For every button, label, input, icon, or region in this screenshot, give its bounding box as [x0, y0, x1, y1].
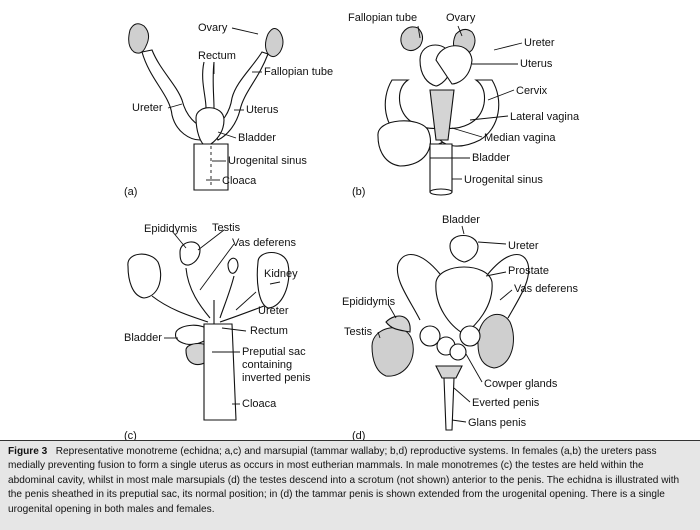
- b-median-vagina: [429, 89, 455, 141]
- a-bladder: [195, 107, 225, 147]
- c-label-preputial-containing: containing: [242, 359, 293, 371]
- a-label-urogenital-sinus: Urogenital sinus: [228, 155, 307, 167]
- b-label-ovary: Ovary: [446, 12, 476, 24]
- drawing-b: [377, 25, 523, 196]
- d-label-vas-deferens: Vas deferens: [514, 283, 579, 295]
- b-label-cervix: Cervix: [516, 85, 548, 97]
- c-label-rectum: Rectum: [250, 325, 288, 337]
- a-label-cloaca: Cloaca: [222, 175, 257, 187]
- a-ovary-left: [128, 23, 150, 54]
- panel-a-tag: (a): [124, 186, 138, 198]
- panel-d-tag: (d): [352, 430, 366, 442]
- d-label-prostate: Prostate: [508, 265, 549, 277]
- c-label-epididymis: Epididymis: [144, 223, 198, 235]
- d-label-ureter: Ureter: [508, 240, 539, 252]
- a-label-fallopian-tube: Fallopian tube: [264, 66, 334, 78]
- panel-c-tag: (c): [124, 430, 137, 442]
- b-label-urogenital-sinus: Urogenital sinus: [464, 174, 543, 186]
- caption-label: Figure 3: [8, 446, 48, 457]
- c-label-kidney: Kidney: [264, 268, 298, 280]
- d-prostate: [435, 266, 493, 335]
- d-label-everted-penis: Everted penis: [472, 397, 540, 409]
- b-ovary-left: [400, 26, 424, 52]
- drawing-d: [371, 225, 530, 431]
- a-label-ureter: Ureter: [132, 102, 163, 114]
- a-ovary-right: [265, 28, 284, 58]
- c-label-preputial-inverted-penis: inverted penis: [242, 372, 311, 384]
- panel-b-tag: (b): [352, 186, 366, 198]
- b-label-ureter: Ureter: [524, 37, 555, 49]
- c-testis-small: [179, 241, 201, 266]
- b-label-bladder: Bladder: [472, 152, 510, 164]
- a-label-uterus: Uterus: [246, 104, 279, 116]
- c-label-vas-deferens: Vas deferens: [232, 237, 297, 249]
- b-label-fallopian-tube: Fallopian tube: [348, 12, 418, 24]
- caption-box: Figure 3 Representative monotreme (echid…: [0, 440, 700, 530]
- c-testis-left: [127, 253, 162, 299]
- d-label-cowper-glands: Cowper glands: [484, 378, 558, 390]
- d-cowper-gland: [419, 325, 441, 347]
- c-bladder: [174, 324, 211, 345]
- c-cloaca: [203, 323, 237, 421]
- b-label-lateral-vagina: Lateral vagina: [510, 111, 580, 123]
- c-label-ureter: Ureter: [258, 305, 289, 317]
- c-label-testis: Testis: [212, 222, 241, 234]
- d-label-testis: Testis: [344, 326, 373, 338]
- anatomy-drawings: [127, 23, 530, 431]
- d-glans-penis: [443, 377, 455, 431]
- d-testis-left: [371, 327, 414, 377]
- a-label-bladder: Bladder: [238, 132, 276, 144]
- d-label-bladder: Bladder: [442, 214, 480, 226]
- c-label-bladder: Bladder: [124, 332, 162, 344]
- d-testis-right: [477, 313, 514, 369]
- d-label-glans-penis: Glans penis: [468, 417, 527, 429]
- figure-caption: Figure 3 Representative monotreme (echid…: [8, 445, 692, 517]
- drawing-a: [128, 23, 284, 191]
- b-sinus: [429, 143, 453, 193]
- d-bladder: [449, 234, 479, 263]
- a-label-ovary: Ovary: [198, 22, 228, 34]
- c-label-preputial-sac: Preputial sac: [242, 346, 306, 358]
- drawing-c: [127, 229, 290, 421]
- figure-area: Ovary Rectum Fallopian tube Ureter Uteru…: [124, 12, 580, 442]
- c-label-cloaca: Cloaca: [242, 398, 277, 410]
- a-label-rectum: Rectum: [198, 50, 236, 62]
- caption-text: Representative monotreme (echidna; a,c) …: [8, 446, 680, 515]
- b-label-median-vagina: Median vagina: [484, 132, 556, 144]
- c-kidney: [256, 251, 290, 309]
- d-everted-penis: [435, 365, 463, 379]
- a-rectum: [202, 61, 207, 109]
- d-label-epididymis: Epididymis: [342, 296, 396, 308]
- b-bladder: [377, 120, 432, 167]
- b-label-uterus: Uterus: [520, 58, 553, 70]
